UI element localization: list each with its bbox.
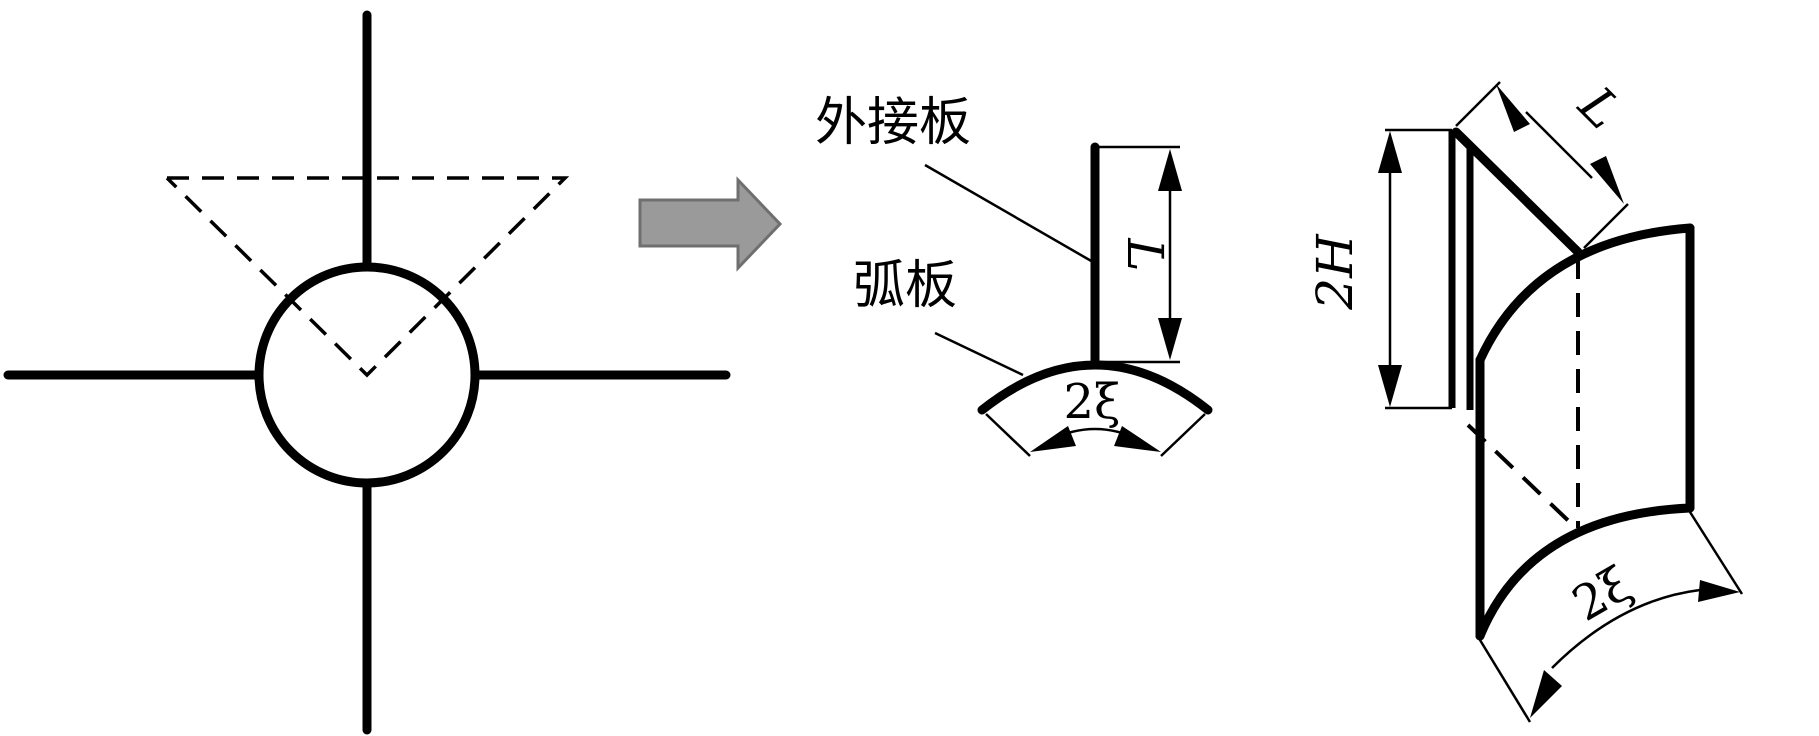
cross-section-view (3, 10, 731, 735)
L3d-dim-line (1525, 111, 1593, 179)
L3d-ext-top (1455, 81, 1501, 127)
xi-arrow-right (1114, 426, 1161, 452)
tube-circle (254, 262, 480, 488)
xi-ext-right (1160, 413, 1206, 457)
arc-plate-leader (934, 331, 1024, 377)
outer-plate-label: 外接板 (815, 93, 971, 153)
L-3d-label: L (1567, 75, 1632, 140)
xi-ext-left (985, 413, 1031, 457)
arc-plate-label: 弧板 (853, 256, 957, 316)
arc-plate (977, 360, 1213, 415)
L3d-ext-bottom (1583, 203, 1629, 249)
two-xi-3d-label: 2ξ (1563, 556, 1640, 633)
side-view: 外接板 弧板 L 2ξ (815, 93, 1213, 457)
L-side-label: L (1116, 237, 1174, 271)
hidden-diagonal (1466, 423, 1578, 530)
L-arrow-bottom (1158, 318, 1182, 360)
arc-top (1475, 223, 1695, 365)
isometric-view: 2H L 2ξ (1306, 75, 1744, 723)
xi-arrow-left (1030, 426, 1076, 452)
L-arrow-top (1158, 149, 1182, 191)
dashed-triangle (165, 176, 570, 378)
H-arrow-top (1378, 131, 1402, 173)
plate-top-edge (1451, 127, 1583, 257)
xi3d-dim-arc (1551, 588, 1701, 669)
transition-arrow (638, 176, 783, 272)
xi3d-ext-left (1478, 639, 1532, 723)
outer-plate-leader (924, 163, 1094, 264)
two-H-label: 2H (1306, 233, 1364, 311)
arc-bottom (1475, 503, 1695, 641)
two-xi-side-label: 2ξ (1064, 374, 1121, 430)
H-arrow-bottom (1378, 365, 1402, 407)
xi3d-arrow-right (1698, 580, 1740, 602)
xi3d-ext-right (1688, 511, 1744, 595)
L3d-arrow-bottom (1590, 156, 1624, 204)
xi3d-arrow-left (1530, 670, 1562, 718)
L3d-arrow-top (1496, 84, 1530, 132)
